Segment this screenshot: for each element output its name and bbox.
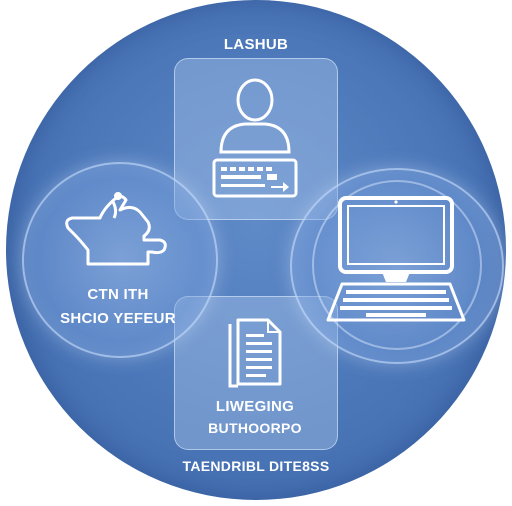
right-node-inner-ring (312, 180, 482, 350)
user-with-keyboard-icon (212, 78, 298, 198)
left-node-label-line1: CTN ITH (87, 286, 149, 303)
bottom-node-label-line1: LIWEGING (215, 398, 295, 415)
bottom-node-label-line2: BUTHOORPO (208, 420, 302, 436)
diagram-footer-label: TAENDRIBL DITE8SS (182, 458, 330, 474)
document-icon (228, 318, 282, 388)
diagram-title: LASHUB (223, 36, 289, 53)
left-node-label-line2: SHCIO YEFEUR (60, 310, 176, 327)
hand-gesture-icon (65, 192, 167, 266)
top-node-card (174, 58, 338, 220)
laptop-icon (326, 196, 466, 322)
